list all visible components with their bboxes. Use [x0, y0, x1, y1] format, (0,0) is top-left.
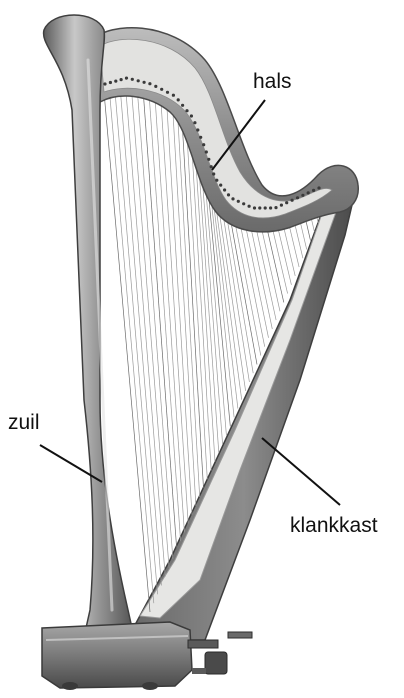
harp-string	[172, 103, 196, 506]
tuning-pin	[280, 204, 283, 207]
tuning-pin	[190, 114, 193, 117]
tuning-pin	[253, 206, 256, 209]
tuning-pin	[301, 194, 304, 197]
soundboard-leader-line	[262, 438, 340, 505]
tuning-pin	[103, 82, 106, 85]
tuning-pin	[291, 199, 294, 202]
tuning-pin	[231, 197, 234, 200]
tuning-pin	[120, 78, 123, 81]
tuning-pin	[237, 200, 240, 203]
tuning-pin	[114, 80, 117, 83]
tuning-pin	[177, 98, 180, 101]
tuning-pin	[269, 206, 272, 209]
tuning-pin	[274, 206, 277, 209]
tuning-pin	[109, 81, 112, 84]
tuning-pin	[312, 189, 315, 192]
column-label: zuil	[8, 412, 40, 433]
tuning-pin	[154, 85, 157, 88]
base	[42, 622, 192, 688]
tuning-pin	[185, 109, 188, 112]
tuning-pin	[258, 206, 261, 209]
tuning-pin	[193, 121, 196, 124]
column	[44, 15, 132, 628]
tuning-pin	[137, 79, 140, 82]
tuning-pin	[199, 136, 202, 139]
harp-string	[109, 91, 153, 604]
tuning-pin	[219, 184, 222, 187]
tuning-pin	[307, 191, 310, 194]
neck-label: hals	[253, 71, 292, 92]
tuning-pin	[212, 172, 215, 175]
tuning-pin	[242, 202, 245, 205]
tuning-pin	[223, 188, 226, 191]
tuning-pin	[248, 205, 251, 208]
tuning-pin	[196, 128, 199, 131]
harp-string	[131, 87, 169, 568]
tuning-pin	[125, 77, 128, 80]
tuning-pin	[172, 94, 175, 97]
tuning-pin	[317, 186, 320, 189]
soundboard-label: klankkast	[290, 515, 378, 536]
harp-string	[137, 89, 173, 559]
tuning-pin	[148, 82, 151, 85]
tuning-pin	[215, 179, 218, 182]
tuning-pin	[264, 206, 267, 209]
tuning-pin	[143, 81, 146, 84]
tuning-pin	[207, 158, 210, 161]
tuning-pin	[296, 196, 299, 199]
tuning-pin	[131, 78, 134, 81]
tuning-pin	[181, 104, 184, 107]
tuning-pin	[210, 165, 213, 168]
tuning-pin	[227, 193, 230, 196]
tuning-pin	[202, 143, 205, 146]
tuning-pin	[205, 150, 208, 153]
tuning-pin	[160, 88, 163, 91]
tuning-pin	[166, 91, 169, 94]
tuning-pin	[285, 201, 288, 204]
